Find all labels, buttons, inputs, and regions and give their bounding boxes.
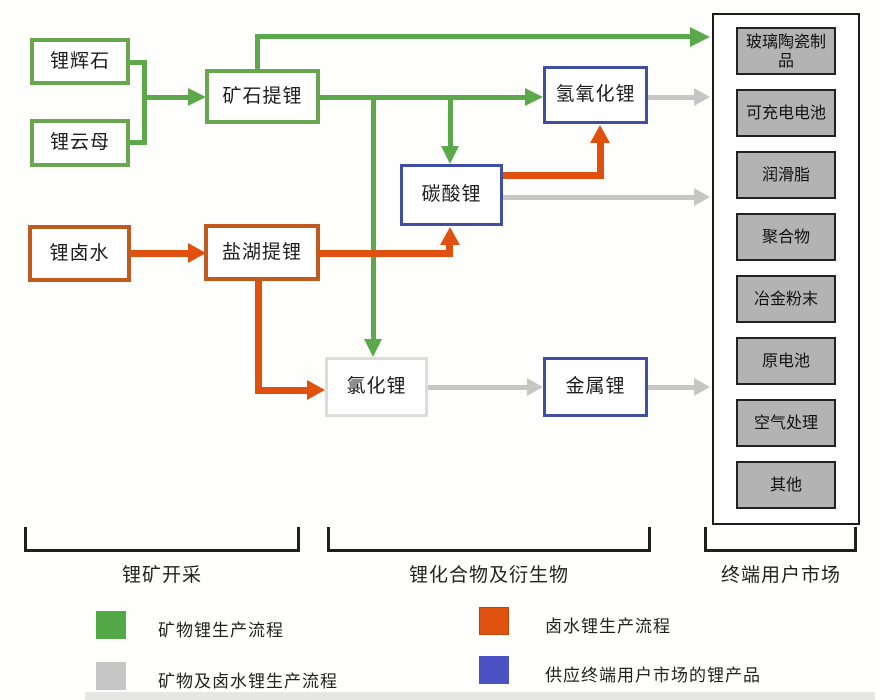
flow-ores-to-ore-extraction-arrowhead xyxy=(188,88,206,106)
flow-spodumene-connector-line xyxy=(130,60,147,65)
market-item-lubricating-grease: 润滑脂 xyxy=(736,151,836,199)
market-item-rechargeable-batteries: 可充电电池 xyxy=(736,89,836,137)
legend-swatch-end-user-products xyxy=(479,656,509,684)
flow-hydroxide-to-panel-line xyxy=(648,95,694,100)
flow-ore-extraction-to-chloride-line xyxy=(371,100,376,341)
node-lithium-chloride: 氯化锂 xyxy=(325,357,428,417)
node-lithium-metal: 金属锂 xyxy=(543,357,648,417)
stage-label-end-market: 终端用户市场 xyxy=(720,564,842,586)
flow-chloride-to-metal-arrowhead xyxy=(527,378,543,396)
flow-metal-to-panel-line xyxy=(648,385,694,390)
flow-salt-lake-to-carbonate-vline xyxy=(446,243,453,257)
stage-label-compounds: 锂化合物及衍生物 xyxy=(408,564,570,586)
flow-carbonate-to-hydroxide-arrowhead xyxy=(590,125,610,143)
legend-label-brine: 卤水锂生产流程 xyxy=(545,617,671,637)
node-ore-extraction: 矿石提锂 xyxy=(205,69,320,124)
flow-salt-lake-to-carbonate-hline xyxy=(320,250,453,257)
flow-brine-to-salt-lake-line xyxy=(131,250,188,257)
node-salt-lake-extraction: 盐湖提锂 xyxy=(204,224,320,281)
bracket-compounds-line xyxy=(327,549,651,552)
flow-ore-extraction-up-line xyxy=(255,36,260,70)
flow-salt-lake-to-chloride-hline xyxy=(255,387,307,394)
bracket-end-market-line xyxy=(704,549,857,552)
bracket-end-market-left-tick xyxy=(704,527,707,552)
node-lithium-brine: 锂卤水 xyxy=(28,225,131,282)
node-lithium-carbonate: 碳酸锂 xyxy=(400,164,503,226)
bracket-compounds-right-tick xyxy=(648,527,651,552)
node-lithium-hydroxide: 氢氧化锂 xyxy=(543,66,648,124)
flow-ore-extraction-to-panel-line xyxy=(255,34,690,39)
legend-swatch-mineral xyxy=(96,611,126,639)
legend-swatch-mineral-and-brine xyxy=(96,662,126,690)
flow-hydroxide-to-panel-arrowhead xyxy=(694,88,710,106)
flow-carbonate-to-hydroxide-hline xyxy=(503,172,604,179)
flow-salt-lake-to-carbonate-arrowhead xyxy=(440,227,460,245)
node-spodumene: 锂辉石 xyxy=(30,38,130,85)
flow-brine-to-salt-lake-arrowhead xyxy=(188,243,206,263)
flow-ore-extraction-to-hydroxide-line xyxy=(320,95,525,100)
flow-carbonate-to-panel-arrowhead xyxy=(694,188,710,206)
flow-salt-lake-to-chloride-arrowhead xyxy=(307,380,325,400)
legend-label-mineral: 矿物锂生产流程 xyxy=(158,621,284,641)
flow-lepidolite-connector-line xyxy=(130,140,147,145)
market-item-metallurgical-powder: 冶金粉末 xyxy=(736,275,836,323)
bottom-crop-artifact xyxy=(85,692,875,700)
flow-metal-to-panel-arrowhead xyxy=(694,378,710,396)
flow-salt-lake-to-chloride-vline xyxy=(255,281,262,394)
flow-merge-vertical-line xyxy=(142,60,147,145)
flow-ore-extraction-to-hydroxide-arrowhead xyxy=(525,88,543,106)
legend-label-mineral-and-brine: 矿物及卤水锂生产流程 xyxy=(158,672,338,692)
end-user-market-panel: 玻璃陶瓷制品 可充电电池 润滑脂 聚合物 冶金粉末 原电池 空气处理 其他 xyxy=(712,13,860,525)
market-item-polymers: 聚合物 xyxy=(736,213,836,261)
bracket-mining-right-tick xyxy=(297,527,300,552)
flow-ore-extraction-to-chloride-arrowhead xyxy=(364,339,382,357)
node-lepidolite: 锂云母 xyxy=(30,119,130,167)
market-item-glass-ceramics: 玻璃陶瓷制品 xyxy=(736,27,836,75)
flow-ore-extraction-to-carbonate-line xyxy=(448,100,453,148)
flow-ore-extraction-to-carbonate-arrowhead xyxy=(441,146,459,164)
flow-carbonate-to-panel-line xyxy=(503,195,694,200)
flow-chloride-to-metal-line xyxy=(428,385,527,390)
bracket-compounds-left-tick xyxy=(327,527,330,552)
legend-label-end-user-products: 供应终端用户市场的锂产品 xyxy=(545,666,761,686)
market-item-air-treatment: 空气处理 xyxy=(736,399,836,447)
stage-label-mining: 锂矿开采 xyxy=(121,564,203,586)
legend-swatch-brine xyxy=(479,607,509,635)
flow-carbonate-to-hydroxide-vline xyxy=(597,143,604,179)
market-item-primary-batteries: 原电池 xyxy=(736,337,836,385)
bracket-mining-left-tick xyxy=(24,527,27,552)
flow-ores-to-ore-extraction-line xyxy=(147,95,188,100)
flow-ore-extraction-to-panel-arrowhead xyxy=(690,27,710,47)
bracket-end-market-right-tick xyxy=(854,527,857,552)
market-item-others: 其他 xyxy=(736,461,836,509)
bracket-mining-line xyxy=(24,549,300,552)
